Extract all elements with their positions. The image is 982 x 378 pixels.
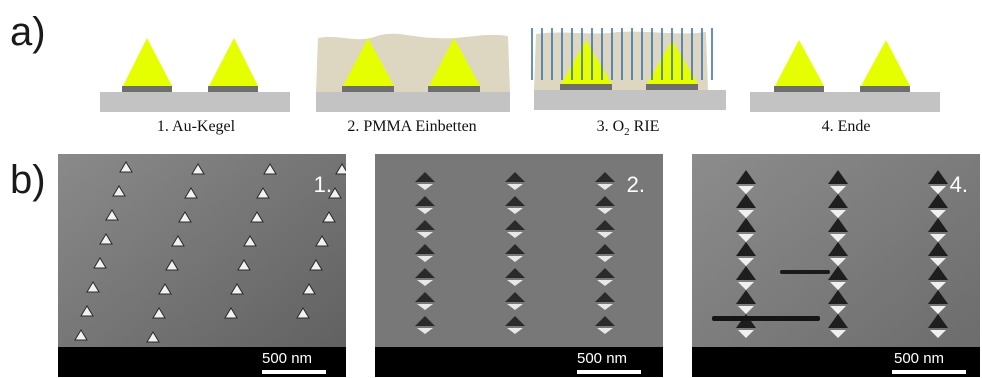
sem-2-scale-bar (577, 370, 641, 374)
sem-2-scale-label: 500 nm (577, 350, 628, 367)
sem-1-scale-label: 500 nm (262, 350, 313, 367)
panel-label-a: a) (10, 10, 46, 54)
step-2-schematic (312, 28, 512, 128)
step-3-subscript: 2 (624, 126, 630, 139)
step-1-number: 1. (156, 118, 169, 135)
sem-image-1: 1. 500 nm (58, 154, 346, 377)
panel-label-b: b) (10, 158, 46, 202)
sem-4-scale-label: 500 nm (894, 350, 945, 367)
sem-1-step-number: 1. (313, 172, 332, 197)
step-3-suffix: RIE (629, 118, 660, 135)
step-3-text: O (612, 118, 625, 135)
step-1-schematic (96, 28, 296, 128)
step-2-number: 2. (347, 118, 360, 135)
step-3-schematic (528, 28, 728, 128)
step-4-schematic (746, 28, 946, 128)
step-2-text: PMMA Einbetten (363, 118, 477, 135)
step-4-caption: 4. Ende (746, 118, 946, 136)
step-2-caption: 2. PMMA Einbetten (312, 118, 512, 136)
step-3-caption: 3. O2 RIE (528, 118, 728, 138)
sem-2-step-number: 2. (626, 172, 645, 197)
step-3-number: 3. (596, 118, 609, 135)
step-4-text: Ende (837, 118, 871, 135)
step-4-number: 4. (821, 118, 834, 135)
sem-1-scale-bar (262, 370, 326, 374)
sem-image-2: 2. 500 nm (375, 154, 663, 377)
sem-image-4: 4. 500 nm (692, 154, 980, 377)
step-1-caption: 1. Au-Kegel (96, 118, 296, 136)
step-1-text: Au-Kegel (172, 118, 236, 135)
sem-4-scale-bar (892, 370, 966, 374)
sem-4-step-number: 4. (949, 172, 968, 197)
